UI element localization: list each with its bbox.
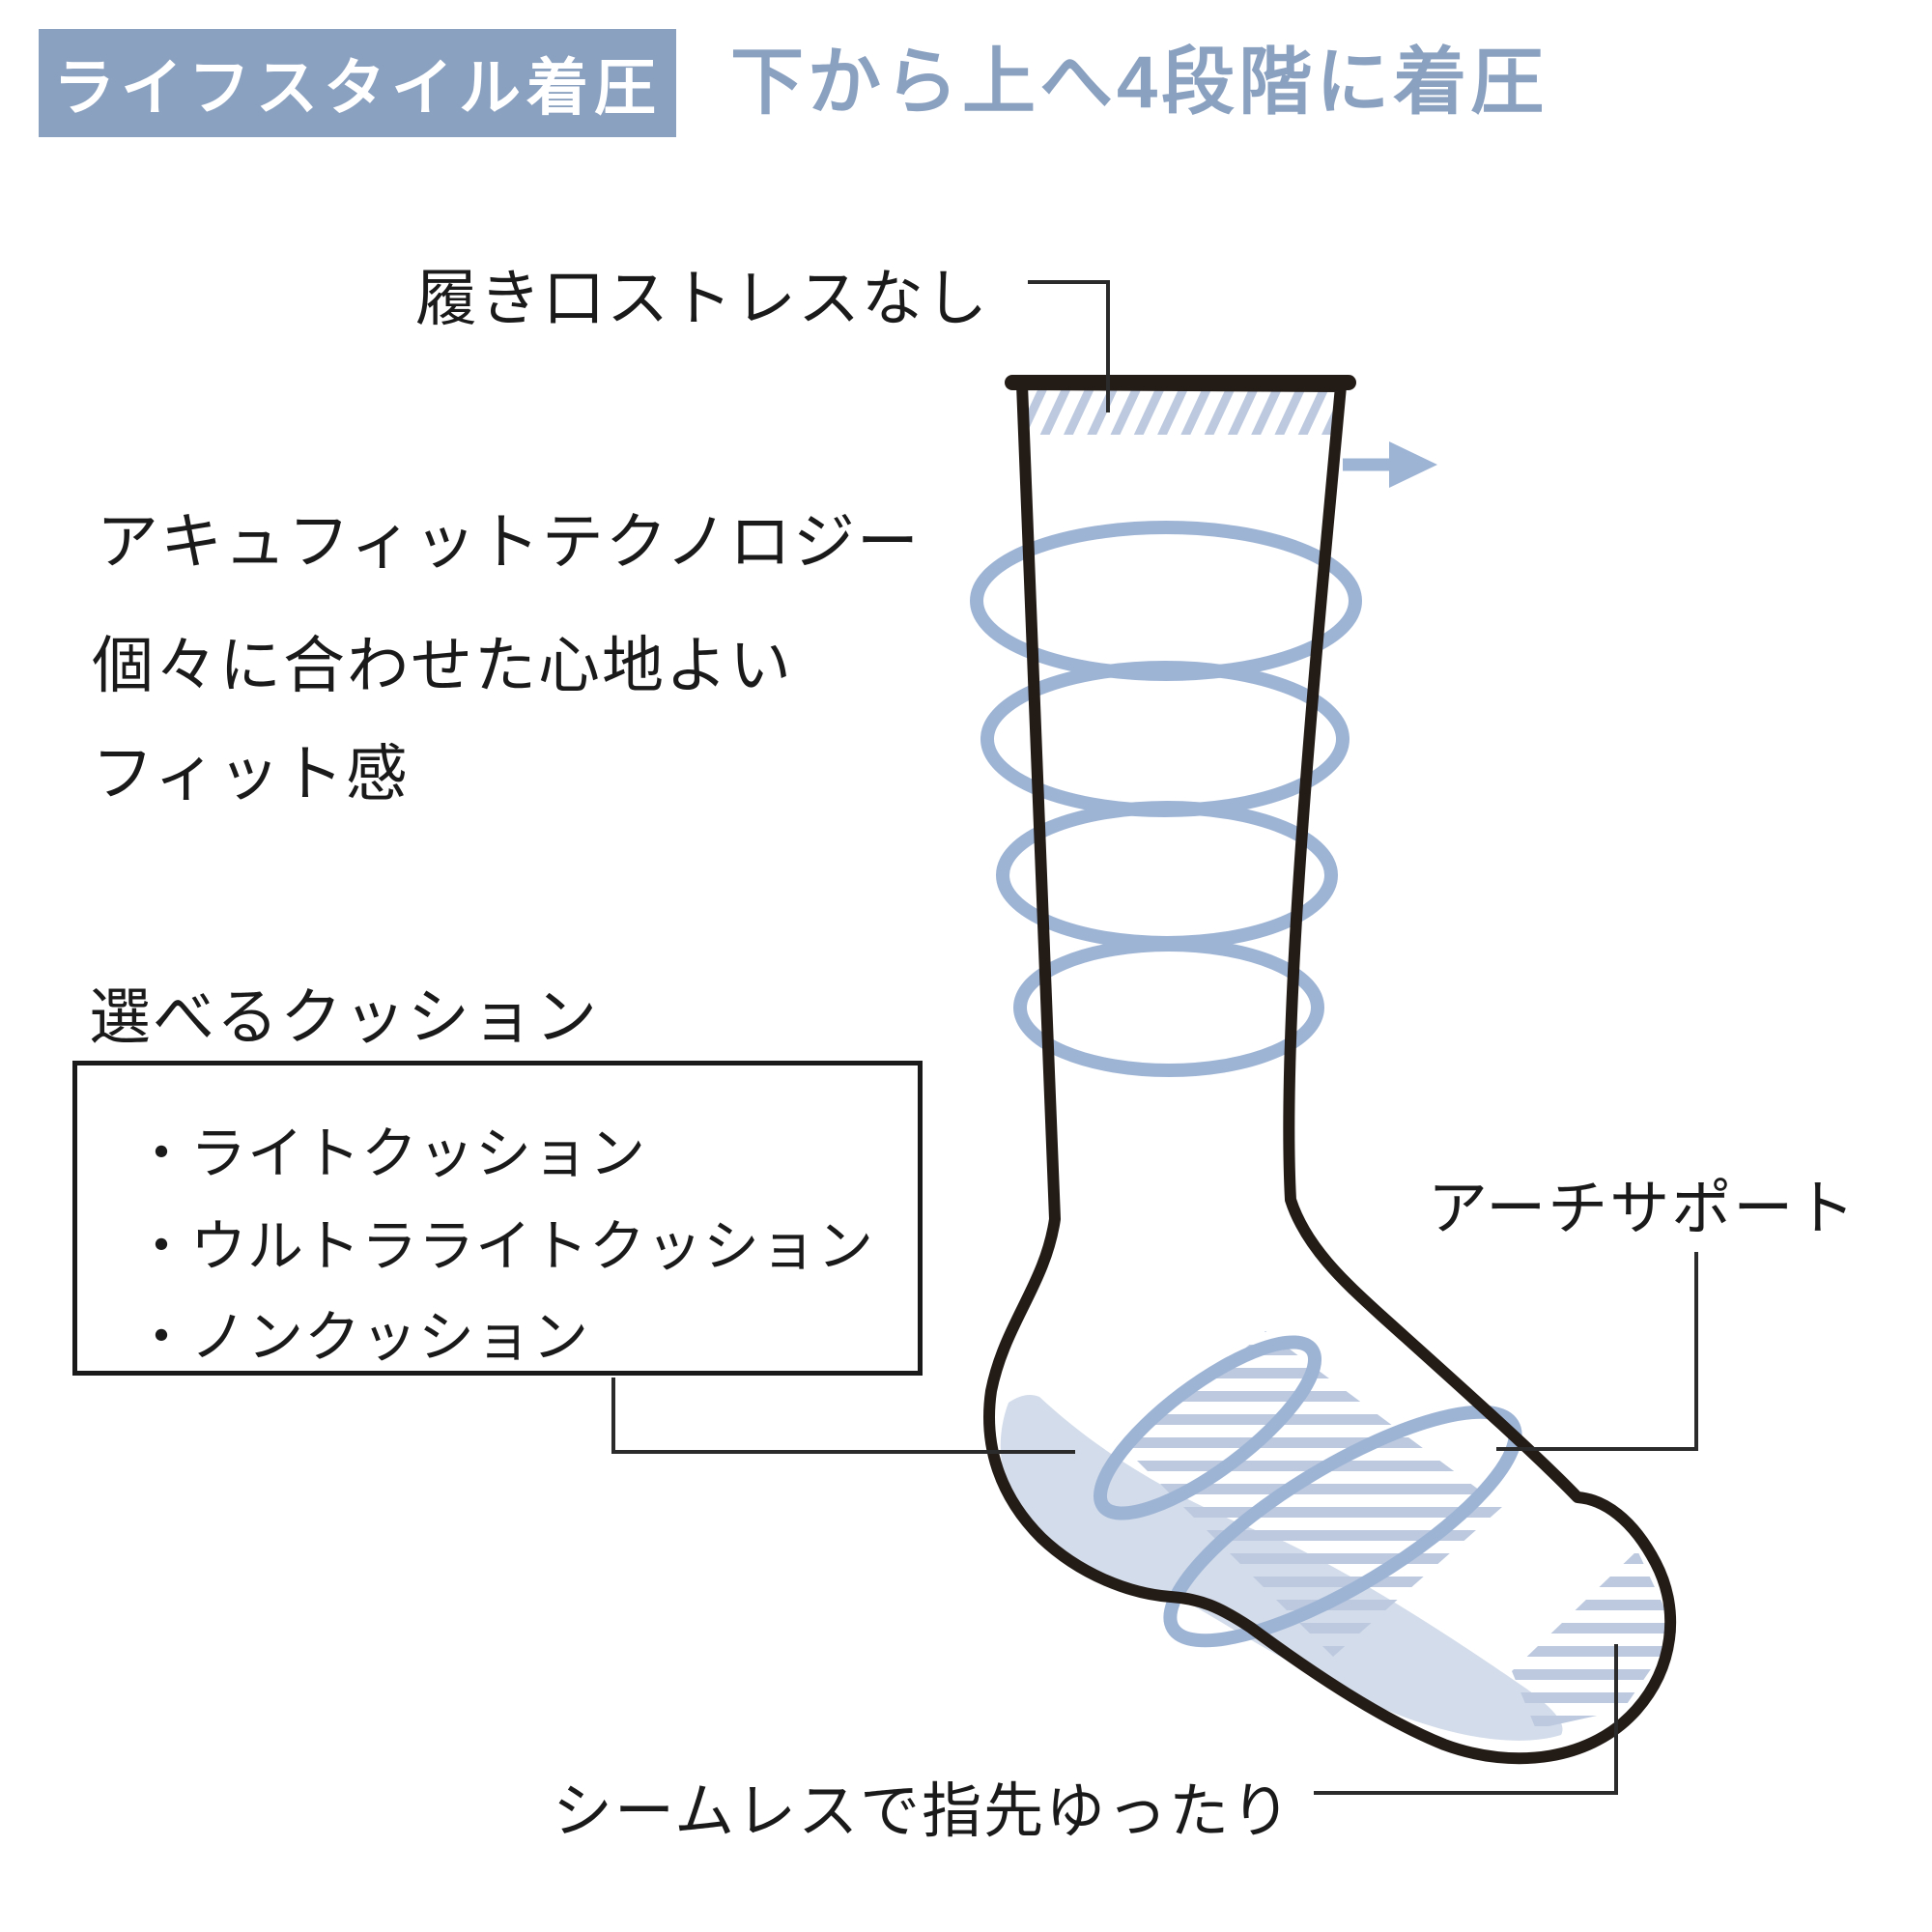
cuff-leader-line — [1028, 280, 1110, 412]
tech-description-line-1: 個々に合わせた心地よい — [92, 631, 793, 700]
cushion-option-ultralight: ・ウルトラライトクッション — [133, 1215, 875, 1278]
cushion-option-light: ・ライトクッション — [133, 1122, 647, 1185]
sock-outline — [983, 379, 1677, 1765]
compression-band-3 — [996, 801, 1338, 950]
arch-leader-line — [1496, 1252, 1698, 1451]
compression-band-4 — [1013, 938, 1324, 1077]
toe-leader-line — [1314, 1644, 1618, 1795]
cushion-options-box: ・ライトクッション ・ウルトラライトクッション ・ノンクッション — [72, 1061, 923, 1376]
tech-title: アキュフィットテクノロジー — [97, 507, 921, 577]
cuff-hatch-zone — [1026, 390, 1337, 435]
cushion-leader-line — [611, 1378, 1075, 1454]
direction-arrow-icon — [1343, 441, 1437, 488]
seamless-toe-label: シームレスで指先ゆったり — [553, 1778, 1293, 1845]
header-subtitle: 下から上へ4段階に着圧 — [730, 42, 1548, 124]
tech-description-line-2: フィット感 — [92, 739, 410, 809]
arch-band-1 — [1093, 1335, 1322, 1520]
cuff-label: 履き口ストレスなし — [415, 264, 989, 333]
header-badge: ライフスタイル着圧 — [39, 29, 676, 137]
arch-support-label: アーチサポート — [1428, 1176, 1858, 1242]
cushion-option-non: ・ノンクッション — [133, 1306, 590, 1369]
cushion-title: 選べるクッション — [89, 982, 599, 1052]
arch-band-2 — [1163, 1405, 1522, 1648]
